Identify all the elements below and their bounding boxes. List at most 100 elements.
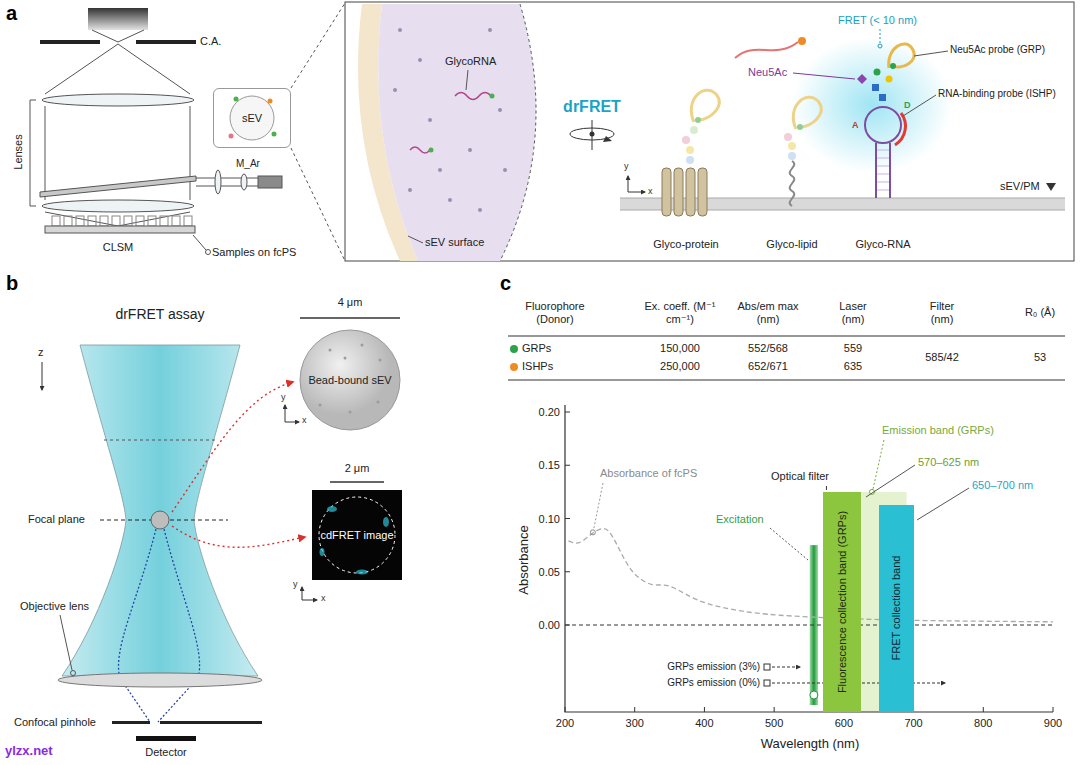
microscope-diagram	[229, 134, 234, 139]
confocal-beam	[383, 517, 389, 527]
microscope-diagram	[268, 99, 273, 104]
axis-letter: z	[38, 346, 44, 359]
tick-label: 0.15	[539, 459, 560, 472]
zoom-panel	[408, 188, 412, 192]
microscope-diagram	[172, 216, 180, 226]
molecule-illustration	[1046, 183, 1056, 191]
tick-label: 800	[974, 717, 992, 730]
molecule-illustration	[735, 42, 798, 58]
confocal-beam	[112, 721, 150, 724]
microscope-diagram	[100, 216, 108, 226]
molecule-illustration	[784, 133, 792, 141]
microscope-diagram	[45, 212, 118, 226]
spectrum-table	[508, 336, 1065, 380]
microscope-diagram	[112, 216, 120, 226]
confocal-beam	[42, 362, 43, 390]
image-label: Bead-bound sEV	[308, 374, 391, 387]
molecule-illustration	[878, 44, 882, 48]
confocal-beam	[302, 587, 303, 600]
axis-tick	[565, 707, 566, 712]
table-header: Abs/em max (nm)	[733, 300, 803, 325]
tick-label: 400	[695, 717, 713, 730]
molecule-illustration	[790, 161, 795, 206]
microscope-diagram	[196, 178, 258, 179]
axis-title: Absorbance	[517, 525, 532, 594]
confocal-beam	[312, 490, 402, 580]
microscope-diagram	[45, 44, 118, 94]
zoom-panel	[418, 58, 422, 62]
leader-line	[873, 440, 884, 489]
table-header: Filter (nm)	[917, 300, 967, 325]
confocal-beam	[329, 349, 332, 352]
surface-label: sEV surface	[425, 236, 484, 249]
curve-label: Absorbance of fcPS	[600, 467, 697, 480]
table-cell: 250,000	[660, 360, 700, 373]
confocal-beam	[60, 615, 72, 670]
probe-label: RNA-binding probe (ISHP)	[938, 88, 1056, 100]
tick-label: 0.10	[539, 512, 560, 525]
image-label: cdFRET image	[320, 529, 393, 542]
confocal-beam	[151, 511, 169, 529]
tick-label: 200	[556, 717, 574, 730]
zoom-panel	[398, 28, 402, 32]
table-cell: 552/568	[748, 342, 788, 355]
confocal-beam	[300, 330, 400, 430]
collection-band: Fluorescence collection band (GRPs)	[823, 492, 861, 712]
tick-label: 0.00	[539, 619, 560, 632]
legend-text: GRPs emission (0%)	[667, 677, 760, 689]
molecule-illustration	[686, 146, 694, 154]
microscope-diagram	[42, 200, 194, 212]
tick-label: 900	[1044, 717, 1062, 730]
molecule-illustration	[674, 168, 683, 216]
confocal-beam	[349, 411, 352, 414]
zoom-panel	[500, 4, 536, 261]
zoom-panel	[410, 147, 430, 153]
spectrum-table	[510, 345, 518, 353]
confocal-beam	[327, 506, 337, 512]
molecule-illustration	[877, 158, 889, 159]
zoom-panel	[429, 148, 434, 153]
confocal-beam	[330, 481, 384, 483]
scale-label: 4 μm	[338, 296, 363, 309]
axis-tick	[565, 571, 570, 572]
zoom-panel	[393, 88, 397, 92]
emission-arrow	[772, 667, 800, 668]
molecule-illustration	[857, 74, 867, 84]
molecule-illustration	[686, 156, 694, 164]
molecule-illustration	[865, 107, 901, 143]
watermark: ylzx.net	[5, 744, 53, 759]
panel-title: drFRET assay	[115, 306, 204, 322]
axis-letter: y	[293, 579, 298, 589]
zoom-panel	[408, 236, 423, 243]
molecule-illustration	[886, 76, 893, 83]
microscope-diagram	[148, 216, 156, 226]
microscope-diagram	[118, 212, 190, 226]
legend-marker	[764, 680, 770, 686]
axis-tick	[634, 707, 635, 712]
confocal-beam	[62, 345, 258, 676]
confocal-beam	[172, 382, 293, 512]
panel-letter: c	[500, 272, 511, 295]
confocal-beam	[136, 736, 196, 741]
molecule-illustration	[788, 142, 796, 150]
confocal-beam	[104, 440, 216, 441]
confocal-beam	[377, 401, 380, 404]
molecule-illustration	[793, 97, 821, 129]
axis-tick	[565, 465, 570, 466]
tick-label: 600	[835, 717, 853, 730]
molecule-illustration	[690, 126, 698, 134]
molecule-illustration	[914, 51, 948, 56]
molecule-illustration	[698, 168, 707, 216]
microscope-diagram	[88, 216, 96, 226]
table-header: Ex. coeff. (M⁻¹ cm⁻¹)	[633, 300, 728, 325]
microscope-diagram	[136, 40, 196, 44]
bead-image: 4 μmBead-bound sEV	[300, 330, 400, 430]
microscope-diagram	[92, 30, 118, 42]
table-cell: 652/671	[748, 360, 788, 373]
table-cell: 150,000	[660, 342, 700, 355]
molecule-illustration	[879, 94, 886, 101]
microscope-diagram	[258, 176, 282, 188]
confocal-beam	[119, 529, 156, 722]
leader-line	[770, 528, 808, 560]
